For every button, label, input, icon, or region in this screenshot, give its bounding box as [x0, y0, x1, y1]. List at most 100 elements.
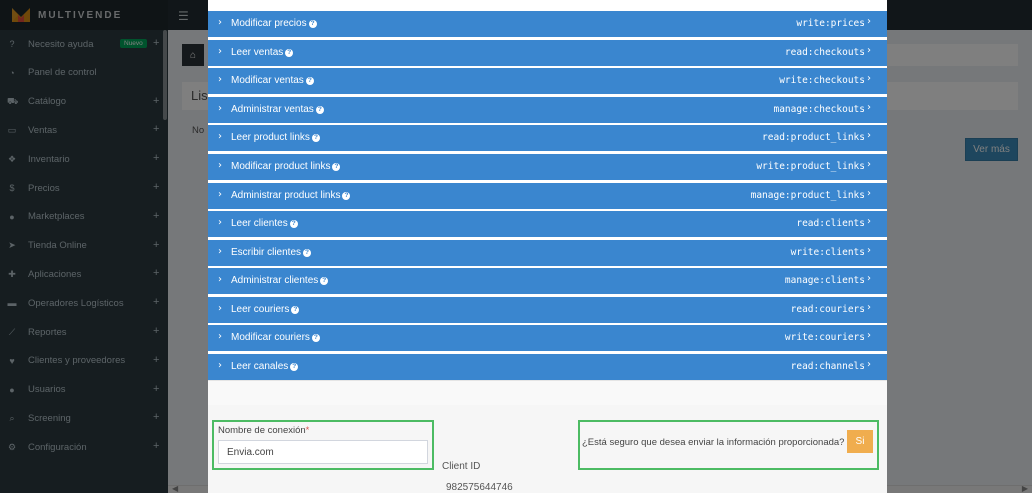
permission-name: Administrar ventas? — [231, 104, 324, 115]
client-id-value: 982575644746 — [446, 482, 513, 493]
chevron-right-icon[interactable]: › — [218, 303, 222, 314]
permission-name: Leer clientes? — [231, 218, 298, 229]
permission-name-text: Leer canales — [231, 361, 289, 372]
scope-chevron-icon: › — [867, 45, 871, 56]
permission-row[interactable]: ›Administrar clientes?manage:clients› — [208, 268, 887, 294]
permission-name-text: Escribir clientes — [231, 247, 302, 258]
permission-scope: write:prices — [796, 18, 865, 29]
permission-scope: write:couriers — [784, 332, 865, 343]
scope-chevron-icon: › — [867, 359, 871, 370]
scope-chevron-icon: › — [867, 188, 871, 199]
permission-name-text: Administrar product links — [231, 190, 341, 201]
permission-row[interactable]: ›Modificar couriers?write:couriers› — [208, 325, 887, 351]
chevron-right-icon[interactable]: › — [218, 103, 222, 114]
permission-row[interactable]: ›Modificar precios?write:prices› — [208, 11, 887, 37]
permission-scope: write:clients — [790, 247, 865, 258]
chevron-right-icon[interactable]: › — [218, 46, 222, 57]
permission-name-text: Administrar ventas — [231, 104, 314, 115]
permission-name: Escribir clientes? — [231, 247, 312, 258]
connection-name-input[interactable] — [218, 440, 428, 464]
chevron-right-icon[interactable]: › — [218, 246, 222, 257]
chevron-right-icon[interactable]: › — [218, 131, 222, 142]
scope-chevron-icon: › — [867, 130, 871, 141]
chevron-right-icon[interactable]: › — [218, 189, 222, 200]
help-icon[interactable]: ? — [311, 134, 320, 142]
scope-chevron-icon: › — [867, 273, 871, 284]
permission-row[interactable]: ›Escribir clientes?write:clients› — [208, 240, 887, 266]
footer-divider — [208, 381, 887, 405]
permission-row[interactable]: › Modificar product links? write:product_l… — [208, 154, 887, 180]
help-icon[interactable]: ? — [290, 363, 299, 371]
permission-name: Modificar product links? — [231, 161, 341, 172]
permission-scope: write:product_links — [756, 161, 865, 172]
permission-name: Modificar precios? — [231, 18, 317, 29]
chevron-right-icon[interactable]: › — [218, 274, 222, 285]
permission-row[interactable]: ›Leer ventas?read:checkouts› — [208, 40, 887, 66]
help-icon[interactable]: ? — [285, 49, 294, 57]
permission-name: Leer canales? — [231, 361, 299, 372]
help-icon[interactable]: ? — [308, 20, 317, 28]
confirm-highlight — [578, 420, 879, 470]
chevron-right-icon[interactable]: › — [218, 360, 222, 371]
confirm-yes-button[interactable]: Si — [847, 430, 873, 453]
chevron-right-icon[interactable]: › — [218, 74, 222, 85]
help-icon[interactable]: ? — [305, 77, 314, 85]
help-icon[interactable]: ? — [342, 192, 351, 200]
permission-name: Administrar product links? — [231, 190, 351, 201]
help-icon[interactable]: ? — [303, 249, 312, 257]
permission-name-text: Leer product links — [231, 132, 310, 143]
permission-row[interactable]: ›Leer product links?read:product_links› — [208, 125, 887, 151]
help-icon[interactable]: ? — [291, 306, 300, 314]
scope-chevron-icon: › — [867, 330, 871, 341]
permission-scope: manage:clients — [784, 275, 865, 286]
permission-scope: read:product_links — [762, 132, 865, 143]
permission-list: › Modificar precios? write:prices › › Leer ve… — [208, 0, 887, 380]
permission-scope: read:clients — [796, 218, 865, 229]
permission-name: Leer product links? — [231, 132, 320, 143]
permission-name-text: Modificar precios — [231, 18, 307, 29]
help-icon[interactable]: ? — [289, 220, 298, 228]
help-icon[interactable]: ? — [311, 334, 320, 342]
permission-scope: manage:product_links — [750, 190, 865, 201]
permission-row[interactable]: ›Leer couriers?read:couriers› — [208, 297, 887, 323]
permission-row[interactable]: ›Administrar ventas?manage:checkouts› — [208, 97, 887, 123]
scope-chevron-icon: › — [867, 245, 871, 256]
help-icon[interactable]: ? — [332, 163, 341, 171]
scope-chevron-icon: › — [867, 102, 871, 113]
permission-scope: read:couriers — [790, 304, 865, 315]
client-id-label: Client ID — [442, 461, 481, 472]
permission-name: Modificar ventas? — [231, 75, 314, 86]
permission-name-text: Administrar clientes — [231, 275, 319, 286]
permission-name-text: Leer couriers — [231, 304, 290, 315]
permission-name-text: Leer clientes — [231, 218, 288, 229]
permission-row[interactable]: › Administrar product links? manage:produc… — [208, 183, 887, 209]
help-icon[interactable]: ? — [320, 277, 329, 285]
permission-name: Modificar couriers? — [231, 332, 320, 343]
scope-chevron-icon: › — [867, 73, 871, 84]
permission-name-text: Modificar couriers — [231, 332, 310, 343]
permissions-modal: › Modificar precios? write:prices › › Leer ve… — [208, 0, 887, 493]
permission-name-text: Leer ventas — [231, 47, 284, 58]
permission-name: Administrar clientes? — [231, 275, 329, 286]
permission-row[interactable]: ›Leer canales?read:channels› — [208, 354, 887, 380]
permission-scope: read:channels — [790, 361, 865, 372]
required-mark: * — [305, 425, 310, 436]
permission-name-text: Modificar ventas — [231, 75, 304, 86]
permission-scope: manage:checkouts — [773, 104, 865, 115]
permission-scope: write:checkouts — [779, 75, 865, 86]
scope-chevron-icon: › — [867, 159, 871, 170]
permission-row[interactable]: ›Leer clientes?read:clients› — [208, 211, 887, 237]
scope-chevron-icon: › — [867, 216, 871, 227]
chevron-right-icon[interactable]: › — [218, 331, 222, 342]
permission-row[interactable]: ›Modificar ventas?write:checkouts› — [208, 68, 887, 94]
chevron-right-icon[interactable]: › — [218, 17, 222, 28]
permission-name: Leer ventas? — [231, 47, 294, 58]
permission-name-text: Modificar product links — [231, 161, 331, 172]
permission-name: Leer couriers? — [231, 304, 300, 315]
help-icon[interactable]: ? — [315, 106, 324, 114]
chevron-right-icon[interactable]: › — [218, 160, 222, 171]
scope-chevron-icon: › — [867, 16, 871, 27]
connection-name-label: Nombre de conexión* — [218, 425, 310, 436]
permission-scope: read:checkouts — [784, 47, 865, 58]
chevron-right-icon[interactable]: › — [218, 217, 222, 228]
